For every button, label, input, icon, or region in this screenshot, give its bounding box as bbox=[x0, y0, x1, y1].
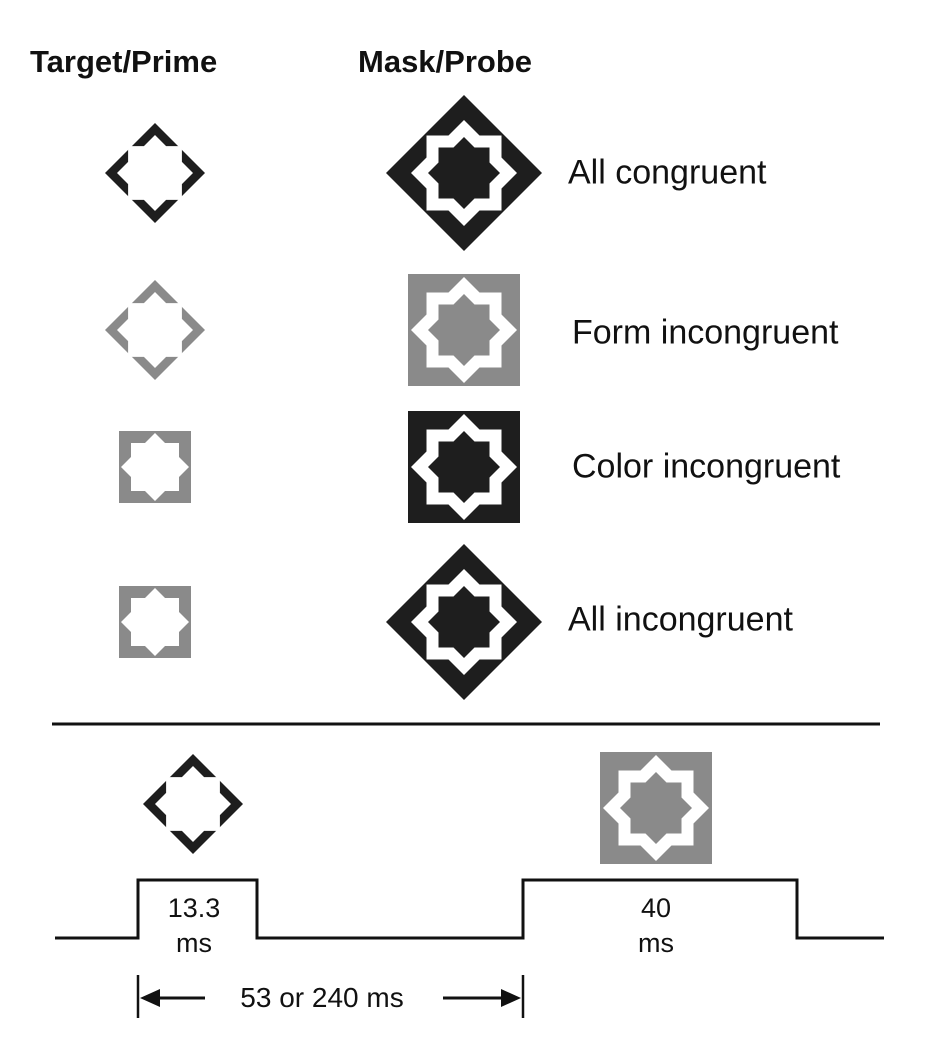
mask-star-core-icon bbox=[620, 772, 692, 844]
soa-label: 53 or 240 ms bbox=[234, 982, 410, 1014]
target-star-icon bbox=[121, 433, 189, 501]
target-star-icon bbox=[117, 135, 193, 211]
target-star-icon bbox=[121, 588, 189, 656]
arrowhead-right-icon bbox=[501, 989, 521, 1007]
arrowhead-left-icon bbox=[140, 989, 160, 1007]
mask-star-core-icon bbox=[428, 294, 500, 366]
timing-trace bbox=[55, 878, 884, 940]
target-unit: ms bbox=[176, 928, 212, 958]
condition-label: All congruent bbox=[568, 153, 767, 192]
target-star-icon bbox=[155, 766, 231, 842]
mask-star-core-icon bbox=[428, 137, 500, 209]
target-star-icon bbox=[117, 292, 193, 368]
mask-unit: ms bbox=[638, 928, 674, 958]
condition-label: Color incongruent bbox=[572, 447, 841, 486]
target-prime-header: Target/Prime bbox=[30, 44, 218, 79]
mask-star-core-icon bbox=[428, 431, 500, 503]
mask-duration: 40 bbox=[640, 893, 672, 923]
mask-star-core-icon bbox=[428, 586, 500, 658]
mask-probe-header: Mask/Probe bbox=[358, 44, 533, 79]
condition-label: Form incongruent bbox=[572, 313, 839, 352]
condition-label: All incongruent bbox=[568, 600, 793, 639]
target-duration: 13.3 bbox=[167, 893, 221, 923]
